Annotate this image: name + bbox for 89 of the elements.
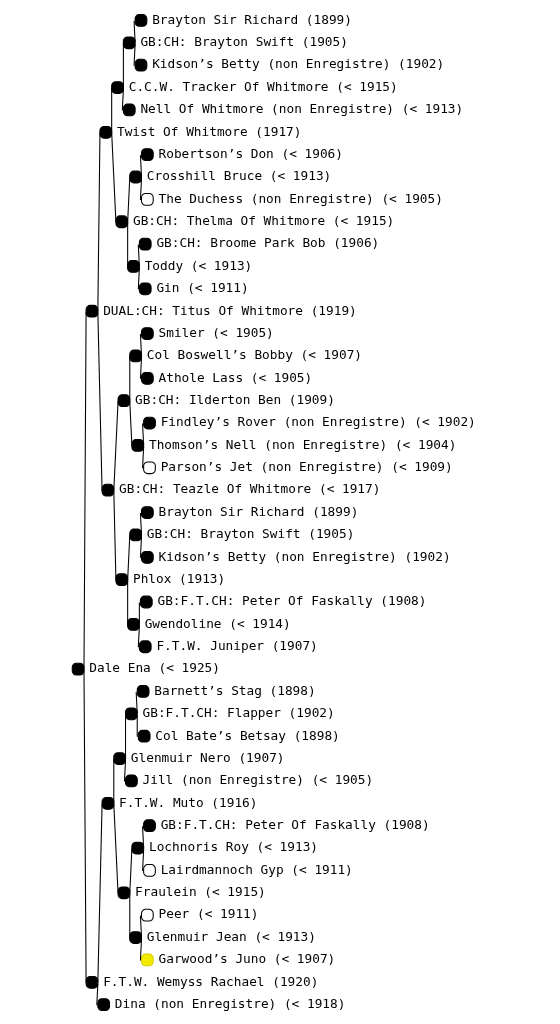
- node-label: Lairdmannoch Gyp (< 1911): [160, 861, 353, 877]
- connector: [128, 848, 132, 894]
- connector: [96, 803, 103, 984]
- node-label: GB:F.T.CH: Flapper (1902): [142, 705, 335, 721]
- node-label: Brayton Sir Richard (1899): [158, 503, 358, 519]
- connector: [121, 88, 124, 111]
- node-label: Jill (non Enregistre) (< 1905): [142, 772, 373, 788]
- node-label: F.T.W. Wemyss Rachael (1920): [102, 973, 318, 989]
- node-label: F.T.W. Muto (1916): [118, 794, 257, 810]
- node-label: Nell Of Whitmore (non Enregistre) (< 1913): [139, 101, 463, 117]
- connector: [133, 20, 136, 43]
- node-label: Glenmuir Nero (1907): [130, 749, 285, 765]
- connector: [128, 400, 132, 447]
- node-label: Athole Lass (< 1905): [158, 369, 312, 385]
- node-label: GB:CH: Brayton Swift (1905): [139, 34, 348, 50]
- node-label: Findley’s Rover (non Enregistre) (< 1902): [160, 414, 476, 430]
- connector: [139, 938, 142, 961]
- node-label: GB:F.T.CH: Peter Of Faskally (1908): [156, 593, 426, 609]
- connector: [139, 512, 142, 535]
- node-label: Dale Ena (< 1925): [88, 660, 220, 676]
- connector: [141, 825, 144, 849]
- connector: [138, 602, 140, 625]
- connector: [135, 691, 138, 714]
- connector: [141, 849, 144, 872]
- connector: [126, 221, 128, 268]
- node-label: Kidson’s Betty (non Enregistre) (1902): [158, 548, 451, 564]
- node-label: Gin (< 1911): [155, 280, 249, 296]
- node-label: DUAL:CH: Titus Of Whitmore (1919): [102, 302, 357, 318]
- connector: [112, 803, 119, 894]
- node-label: GB:CH: Thelma Of Whitmore (< 1915): [132, 213, 394, 229]
- connector: [126, 177, 130, 223]
- connector: [82, 669, 87, 984]
- node-label: Barnett’s Stag (1898): [153, 682, 316, 698]
- connector: [110, 132, 116, 223]
- node-label: Toddy (< 1913): [144, 257, 252, 273]
- node-label: Peer (< 1911): [158, 906, 258, 922]
- node-label: Smiler (< 1905): [158, 324, 274, 340]
- connector: [123, 759, 126, 783]
- connector: [128, 355, 130, 402]
- node-label: Thomson’s Nell (non Enregistre) (< 1904): [148, 436, 456, 452]
- connector: [112, 400, 119, 492]
- connector: [137, 267, 140, 290]
- node-label: Phlox (1913): [132, 570, 225, 586]
- connector: [96, 132, 100, 313]
- connector: [141, 423, 144, 446]
- node-label: Garwood’s Juno (< 1907): [158, 951, 335, 967]
- connector: [126, 579, 128, 626]
- node-label: Glenmuir Jean (< 1913): [146, 928, 316, 944]
- node-label: Gwendoline (< 1914): [144, 615, 291, 631]
- connector: [122, 42, 124, 89]
- connector: [139, 357, 142, 380]
- node-label: Brayton Sir Richard (1899): [151, 11, 352, 27]
- connector: [137, 244, 140, 267]
- node-label: Crosshill Bruce (< 1913): [146, 168, 331, 184]
- node-label: C.C.W. Tracker Of Whitmore (< 1915): [128, 78, 398, 94]
- node-label: Fraulein (< 1915): [134, 884, 266, 900]
- node-label: GB:CH: Brayton Swift (1905): [146, 526, 354, 542]
- connector: [112, 758, 114, 805]
- connector: [126, 534, 130, 581]
- connector: [110, 87, 112, 134]
- node-label: Lochnoris Roy (< 1913): [148, 839, 318, 855]
- node-label: F.T.W. Juniper (1907): [155, 638, 318, 654]
- connector: [139, 915, 142, 938]
- node-label: GB:F.T.CH: Peter Of Faskally (1908): [160, 816, 430, 832]
- connector: [139, 178, 142, 201]
- node-label: Col Boswell’s Bobby (< 1907): [146, 347, 362, 363]
- connector: [124, 713, 126, 760]
- node-label: GB:CH: Teazle Of Whitmore (< 1917): [118, 481, 380, 497]
- node-label: Col Bate’s Betsay (1898): [154, 727, 340, 743]
- connector: [139, 154, 142, 177]
- node-label: The Duchess (non Enregistre) (< 1905): [158, 190, 443, 206]
- node-label: Kidson’s Betty (non Enregistre) (1902): [151, 56, 444, 72]
- connector: [141, 446, 144, 469]
- node-label: Parson’s Jet (non Enregistre) (< 1909): [160, 459, 453, 475]
- connector: [133, 43, 136, 67]
- connector: [128, 892, 130, 939]
- node-label: Twist Of Whitmore (1917): [116, 123, 301, 139]
- connector: [96, 311, 103, 492]
- node-label: Dina (non Enregistre) (< 1918): [114, 995, 345, 1011]
- node-label: Robertson’s Don (< 1906): [158, 145, 343, 161]
- connector: [136, 714, 138, 738]
- node-label: GB:CH: Broome Park Bob (1906): [155, 235, 379, 251]
- connector: [139, 333, 142, 356]
- node-label: GB:CH: Ilderton Ben (1909): [134, 391, 335, 407]
- connector: [137, 625, 140, 648]
- connector: [82, 311, 87, 671]
- connector: [95, 983, 98, 1006]
- connector: [112, 490, 116, 581]
- connector: [139, 535, 142, 559]
